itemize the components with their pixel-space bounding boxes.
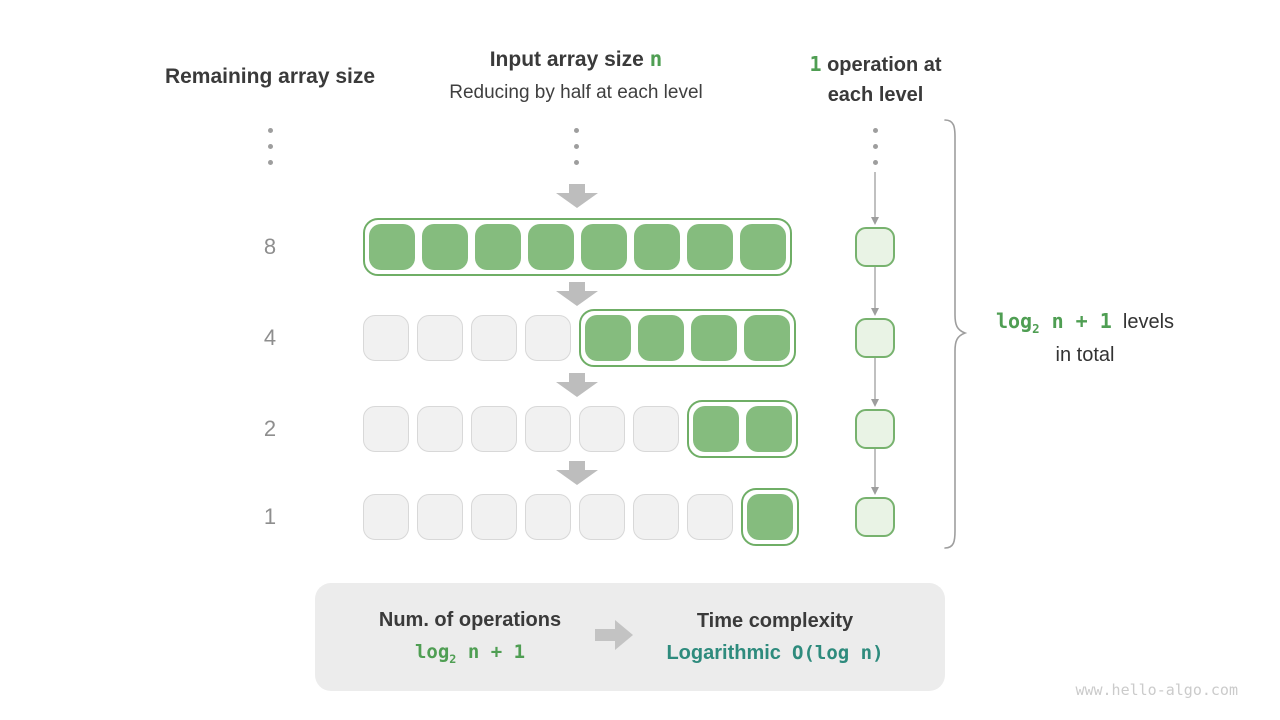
array-cell-active <box>585 315 631 361</box>
array-row <box>363 309 796 367</box>
ellipsis-dots-left <box>263 128 277 165</box>
operations-title: Num. of operations <box>378 608 562 631</box>
array-cell-empty <box>687 494 733 540</box>
array-cell-empty <box>525 315 571 361</box>
array-cell-empty <box>633 494 679 540</box>
levels-label-line2: in total <box>1055 344 1115 366</box>
array-cell-active <box>475 224 521 270</box>
flow-arrow-down-icon <box>556 461 598 485</box>
operations-summary: Num. of operations log2 n + 1 <box>345 609 595 666</box>
ellipsis-dots-center <box>569 128 583 165</box>
flow-arrow-down-icon <box>556 282 598 306</box>
array-cell-empty <box>525 406 571 452</box>
array-cell-active <box>746 406 792 452</box>
remaining-size-value: 8 <box>263 234 277 259</box>
array-cell-empty <box>525 494 571 540</box>
array-cell-empty <box>471 406 517 452</box>
array-cell-active <box>747 494 793 540</box>
watermark: www.hello-algo.com <box>1075 681 1238 699</box>
array-cell-empty <box>417 315 463 361</box>
header-operations-line1: operation at <box>827 54 942 76</box>
op-connector-arrow-icon <box>869 172 881 225</box>
arrow-right-icon <box>595 619 633 650</box>
remaining-size-value: 1 <box>263 504 277 529</box>
array-row <box>363 218 792 276</box>
op-connector-arrow-icon <box>869 449 881 495</box>
array-cell-empty <box>417 494 463 540</box>
header-input-size-accent-n: n <box>649 47 663 71</box>
operation-cell <box>855 227 895 267</box>
array-cell-empty <box>471 494 517 540</box>
flow-arrow-down-icon <box>556 184 598 208</box>
complexity-summary: Time complexity Logarithmic O(log n) <box>635 610 915 665</box>
header-operations-line2: each level <box>827 84 924 106</box>
array-cell-active <box>638 315 684 361</box>
complexity-value: Logarithmic O(log n) <box>666 641 884 664</box>
dot-icon <box>573 128 579 133</box>
array-cell-active <box>691 315 737 361</box>
header-input-size-text: Input array size <box>489 48 644 71</box>
summary-box: Num. of operations log2 n + 1 Time compl… <box>315 583 945 691</box>
active-subarray-group <box>579 309 796 367</box>
op-connector-arrow-icon <box>869 358 881 407</box>
array-cell-empty <box>633 406 679 452</box>
array-cell-empty <box>471 315 517 361</box>
array-cell-empty <box>363 494 409 540</box>
array-cell-active <box>422 224 468 270</box>
complexity-big-o: O(log n) <box>792 641 884 664</box>
dot-icon <box>267 160 273 165</box>
header-operations-accent-1: 1 <box>809 52 822 76</box>
active-subarray-group <box>741 488 799 546</box>
header-subtitle: Reducing by half at each level <box>449 82 703 103</box>
array-cell-active <box>369 224 415 270</box>
levels-formula: log2 n + 1 <box>995 309 1112 336</box>
header-remaining-size: Remaining array size <box>164 65 376 88</box>
active-subarray-group <box>363 218 792 276</box>
array-cell-empty <box>579 406 625 452</box>
array-cell-active <box>528 224 574 270</box>
header-operations: 1 operation at each level <box>783 49 968 110</box>
array-cell-active <box>687 224 733 270</box>
array-cell-active <box>581 224 627 270</box>
array-row <box>363 488 799 546</box>
array-cell-empty <box>579 494 625 540</box>
dot-icon <box>872 128 878 133</box>
operation-cell <box>855 497 895 537</box>
curly-brace-icon <box>941 118 969 550</box>
summary-arrow <box>595 618 635 657</box>
header-input-size: Input array size n <box>376 45 776 74</box>
op-connector-arrow-icon <box>869 267 881 316</box>
dot-icon <box>267 144 273 149</box>
operation-cell <box>855 318 895 358</box>
array-cell-empty <box>417 406 463 452</box>
active-subarray-group <box>687 400 798 458</box>
levels-label-text: levels <box>1122 311 1175 333</box>
remaining-size-value: 2 <box>263 416 277 441</box>
levels-total-label: log2 n + 1 levels in total <box>975 308 1195 369</box>
complexity-title: Time complexity <box>696 609 854 632</box>
array-row <box>363 400 798 458</box>
flow-arrow-down-icon <box>556 373 598 397</box>
dot-icon <box>267 128 273 133</box>
array-cell-active <box>740 224 786 270</box>
dot-icon <box>872 160 878 165</box>
dot-icon <box>573 160 579 165</box>
array-cell-empty <box>363 315 409 361</box>
remaining-size-value: 4 <box>263 325 277 350</box>
array-cell-active <box>693 406 739 452</box>
array-cell-active <box>744 315 790 361</box>
array-cell-empty <box>363 406 409 452</box>
dot-icon <box>872 144 878 149</box>
dot-icon <box>573 144 579 149</box>
array-cell-active <box>634 224 680 270</box>
operations-formula: log2 n + 1 <box>414 640 526 666</box>
ellipsis-dots-right <box>868 128 882 165</box>
operation-cell <box>855 409 895 449</box>
